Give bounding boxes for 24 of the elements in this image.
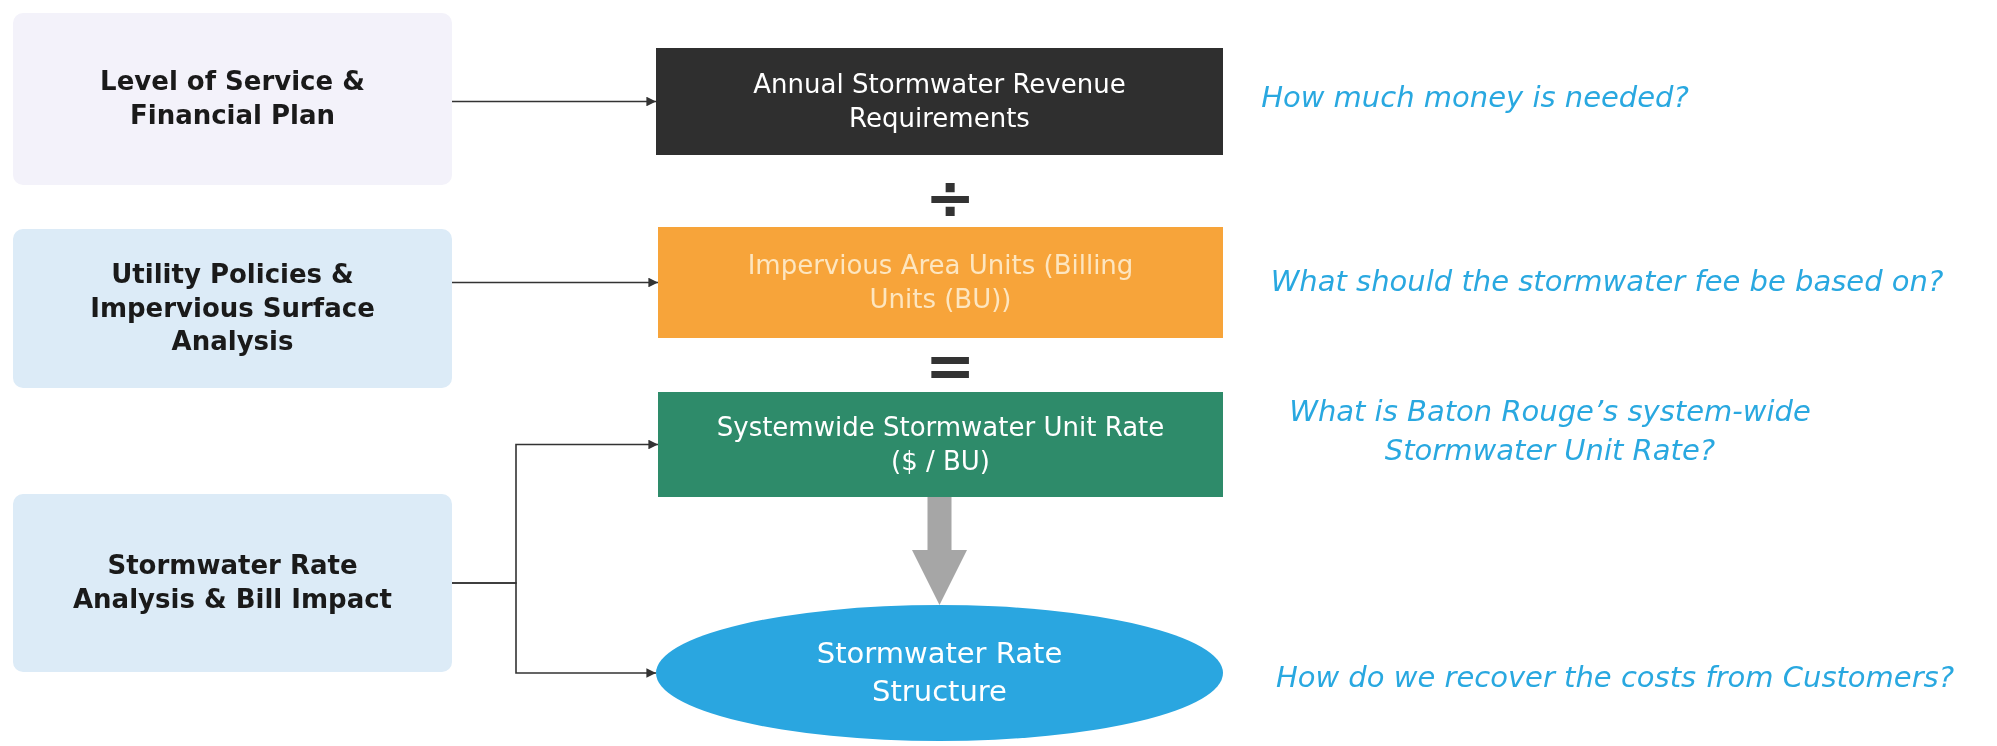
node-label: Level of Service & Financial Plan [99, 65, 366, 132]
process-box [658, 392, 1223, 497]
node-label: Systemwide Stormwater Unit Rate ($ / BU) [715, 410, 1166, 478]
node-label: Stormwater Rate Structure [815, 635, 1064, 710]
question-text: What should the stormwater fee be based on? [1269, 263, 1945, 300]
node-label: Impervious Area Units (Billing Units (BU)) [746, 248, 1135, 316]
arrow [451, 277, 659, 288]
input-box [13, 229, 452, 388]
question-text: How much money is needed? [1260, 79, 1690, 116]
node-label: Utility Policies & Impervious Surface Analysis [89, 257, 376, 359]
process-box [656, 48, 1223, 155]
arrow [451, 96, 657, 107]
node-label: Annual Stormwater Revenue Requirements [752, 67, 1127, 135]
result-ellipse [656, 605, 1223, 741]
input-box [13, 13, 452, 185]
operator-symbol: = [925, 336, 976, 396]
node-label: Stormwater Rate Analysis & Bill Impact [71, 549, 393, 616]
operator-symbol: ÷ [925, 168, 976, 228]
block-arrow [911, 497, 968, 605]
arrow [451, 582, 657, 678]
question-text: What is Baton Rouge’s system-wide Stormwater Unit Rate? [1288, 393, 1812, 470]
input-box [13, 494, 452, 672]
question-text: How do we recover the costs from Customers? [1274, 659, 1956, 696]
process-box [658, 227, 1223, 338]
